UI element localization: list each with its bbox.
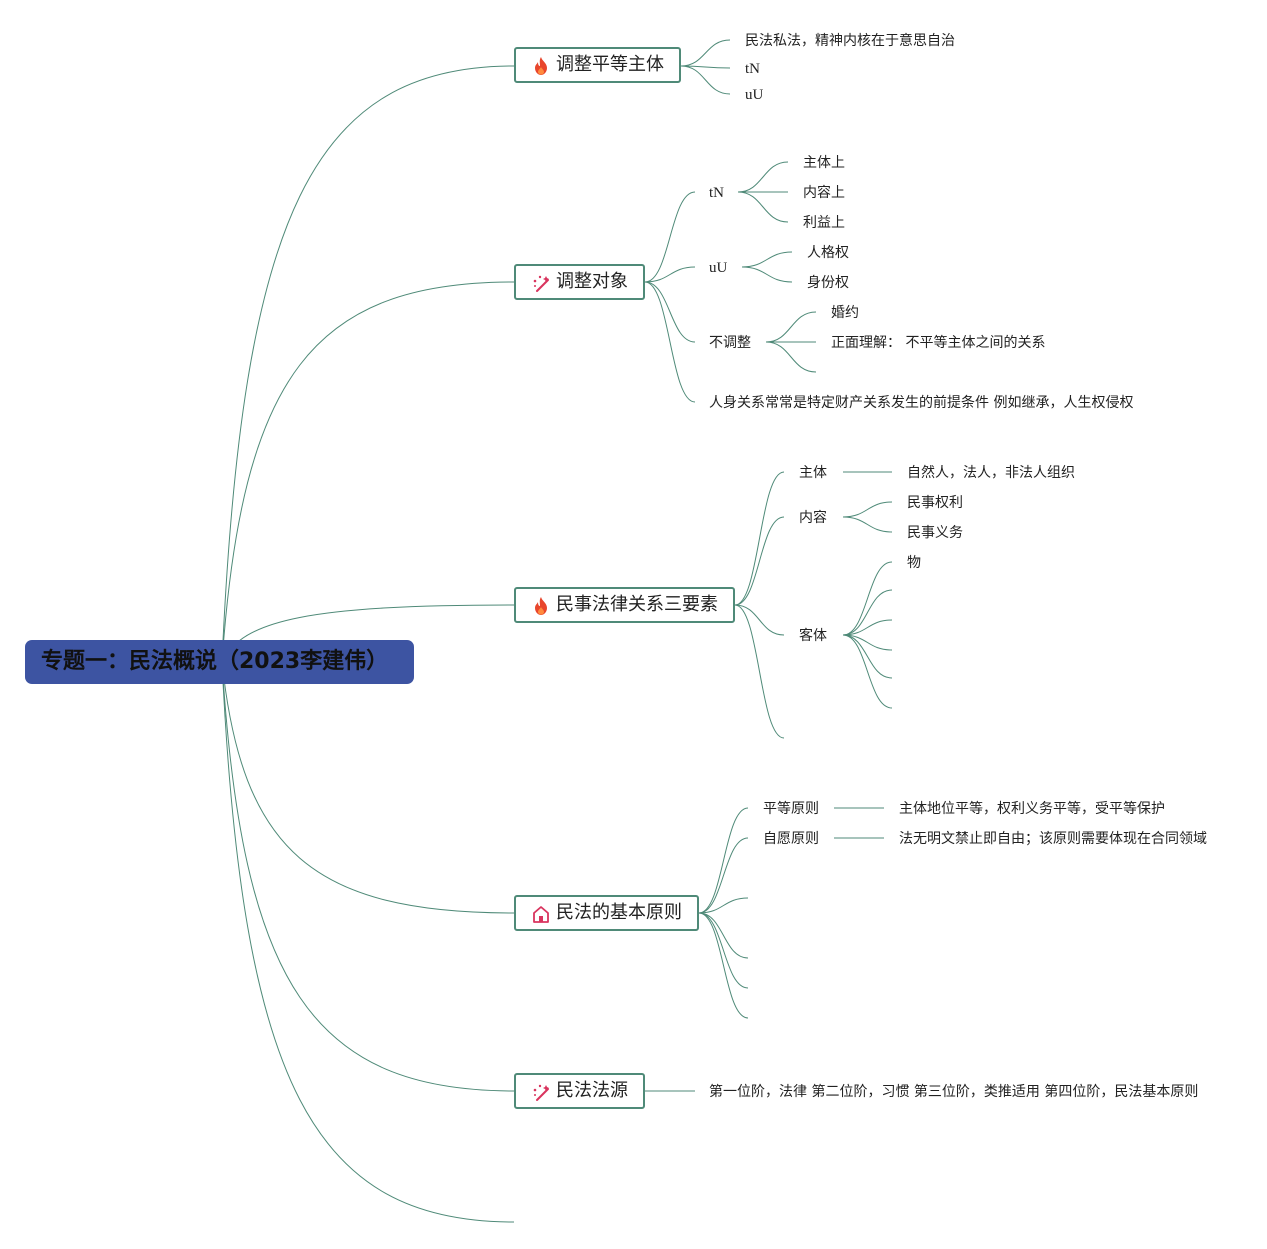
branch-link [698, 807, 749, 914]
leaf-link [842, 516, 893, 533]
leaf-link [765, 341, 817, 373]
branch-link [680, 65, 731, 95]
node-voluntary-principle[interactable]: 自愿原则 [763, 831, 819, 847]
leaf-link [737, 191, 789, 223]
topic-title: 民事法律关系三要素 [556, 594, 718, 615]
node-not-adjusted[interactable]: 不调整 [709, 335, 751, 351]
branch-link [644, 281, 696, 403]
branch-link [644, 191, 696, 283]
home-icon [533, 906, 549, 923]
branch-link [698, 912, 749, 989]
leaf-link [737, 161, 789, 193]
node-voluntary-detail[interactable]: 法无明文禁止即自由；该原则需要体现在合同领域 [899, 831, 1207, 847]
branch-link [680, 39, 731, 67]
node-equality-principle[interactable]: 平等原则 [763, 801, 819, 817]
root-title: 专题一：民法概说（2023李建伟） [41, 649, 389, 674]
topic-basic-principles[interactable]: 民法的基本原则 [514, 895, 699, 931]
leaf-link [842, 501, 893, 518]
root-link [221, 65, 515, 663]
node-tn[interactable]: tN [745, 61, 760, 77]
fire-icon [535, 57, 547, 75]
topic-title: 民法法源 [556, 1080, 628, 1101]
node-source-ranking[interactable]: 第一位阶，法律 第二位阶，习惯 第三位阶，类推适用 第四位阶，民法基本原则 [709, 1084, 1199, 1100]
leaf-link [842, 634, 893, 709]
branch-link [698, 837, 749, 914]
node-tn[interactable]: tN [709, 185, 724, 201]
node-object[interactable]: 客体 [799, 628, 827, 644]
leaf-link [842, 589, 893, 636]
node-content[interactable]: 内容 [799, 510, 827, 526]
topic-title: 调整对象 [556, 271, 628, 292]
root-link [221, 661, 515, 1223]
branch-link [698, 897, 749, 914]
topic-civil-legal-relation[interactable]: 民事法律关系三要素 [514, 587, 735, 623]
topic-title: 民法的基本原则 [556, 902, 682, 923]
branch-link [644, 281, 696, 343]
branch-link [734, 604, 785, 739]
leaf-link [842, 634, 893, 679]
node-personal-relations[interactable]: 人身关系常常是特定财产关系发生的前提条件 例如继承，人生权侵权 [709, 395, 1134, 411]
node-engagement[interactable]: 婚约 [831, 305, 859, 321]
topic-adjust-equal-subjects[interactable]: 调整平等主体 [514, 47, 681, 83]
root-link [221, 661, 515, 914]
leaf-link [842, 561, 893, 636]
branch-link [734, 471, 785, 606]
leaf-link [765, 311, 817, 343]
node-civil-obligations[interactable]: 民事义务 [907, 525, 963, 541]
node-equality-detail[interactable]: 主体地位平等，权利义务平等，受平等保护 [899, 801, 1165, 817]
leaf-link [741, 251, 793, 268]
root-topic[interactable]: 专题一：民法概说（2023李建伟） [25, 640, 414, 684]
node-private-law[interactable]: 民法私法，精神内核在于意思自治 [745, 33, 955, 49]
node-subject[interactable]: 主体上 [803, 155, 845, 171]
sparkle-icon [533, 275, 549, 292]
node-positive-understanding[interactable]: 正面理解： 不平等主体之间的关系 [831, 335, 1046, 351]
leaf-link [842, 619, 893, 636]
node-personality-right[interactable]: 人格权 [807, 245, 849, 261]
node-uu[interactable]: uU [709, 260, 728, 276]
branch-link [644, 266, 696, 283]
branch-link [698, 912, 749, 959]
node-interest[interactable]: 利益上 [803, 215, 845, 231]
fire-icon [535, 597, 547, 615]
sparkle-icon [533, 1084, 549, 1101]
node-subject[interactable]: 主体 [799, 465, 827, 481]
root-link [221, 661, 515, 1092]
node-uu[interactable]: uU [745, 87, 764, 103]
topic-title: 调整平等主体 [556, 54, 664, 75]
branch-link [734, 516, 785, 606]
node-thing[interactable]: 物 [907, 555, 921, 571]
root-link [221, 281, 515, 663]
node-identity-right[interactable]: 身份权 [807, 275, 849, 291]
topic-adjust-object[interactable]: 调整对象 [514, 264, 645, 300]
node-content[interactable]: 内容上 [803, 185, 845, 201]
topic-civil-law-sources[interactable]: 民法法源 [514, 1073, 645, 1109]
node-subject-types[interactable]: 自然人，法人，非法人组织 [907, 465, 1075, 481]
leaf-link [741, 266, 793, 283]
node-civil-rights[interactable]: 民事权利 [907, 495, 963, 511]
branch-link [698, 912, 749, 1019]
branch-link [734, 604, 785, 636]
